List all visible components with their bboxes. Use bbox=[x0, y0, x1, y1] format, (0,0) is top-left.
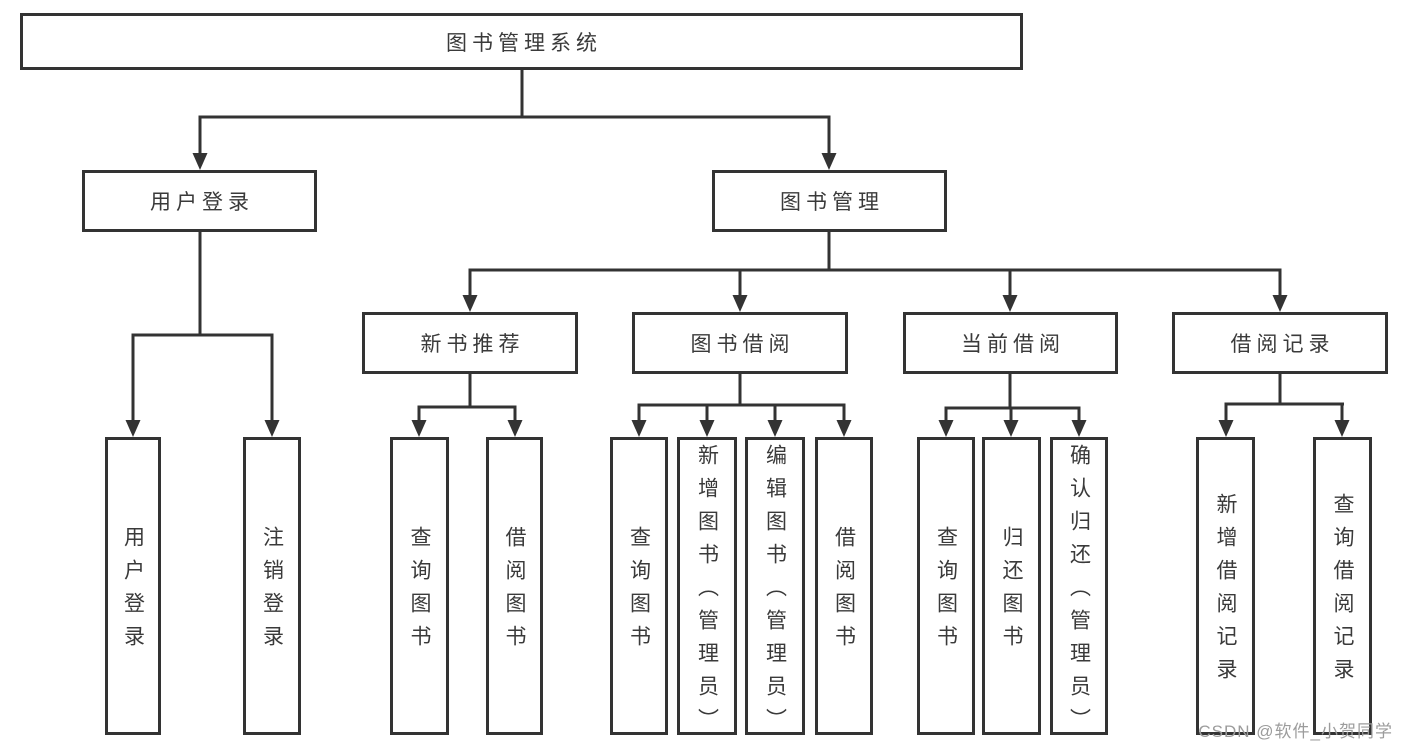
node-label: 图书借阅 bbox=[690, 333, 795, 356]
node-label: 查询图书 bbox=[408, 526, 431, 658]
node-book-borrowing: 图书借阅 bbox=[632, 312, 848, 374]
node-label: 借阅图书 bbox=[503, 526, 526, 658]
node-library-management-system: 图书管理系统 bbox=[20, 13, 1023, 70]
node-new-book-recommend: 新书推荐 bbox=[362, 312, 578, 374]
node-current-borrowing: 当前借阅 bbox=[903, 312, 1118, 374]
node-query-borrow-record: 查询借阅记录 bbox=[1313, 437, 1372, 735]
node-label: 注销登录 bbox=[260, 526, 284, 658]
node-add-borrow-record: 新增借阅记录 bbox=[1196, 437, 1255, 735]
node-label: 归还图书 bbox=[1000, 526, 1023, 658]
node-label: 用户登录 bbox=[121, 526, 145, 658]
node-label: 确认归还（管理员） bbox=[1067, 443, 1091, 741]
node-label: 新书推荐 bbox=[420, 333, 525, 356]
node-query-book-borrowing: 查询图书 bbox=[610, 437, 668, 735]
node-logout: 注销登录 bbox=[243, 437, 301, 735]
node-query-book-current: 查询图书 bbox=[917, 437, 975, 735]
node-borrow-book-leaf: 借阅图书 bbox=[815, 437, 873, 735]
node-label: 图书管理系统 bbox=[446, 31, 602, 55]
csdn-watermark: CSDN @软件_小贺同学 bbox=[1198, 722, 1393, 741]
node-label: 查询图书 bbox=[627, 526, 651, 658]
node-confirm-return-admin: 确认归还（管理员） bbox=[1050, 437, 1108, 741]
node-label: 查询图书 bbox=[934, 526, 958, 658]
node-book-management: 图书管理 bbox=[712, 170, 947, 232]
node-add-book-admin: 新增图书（管理员） bbox=[677, 437, 737, 741]
node-user-login-leaf: 用户登录 bbox=[105, 437, 161, 735]
node-label: 借阅记录 bbox=[1230, 333, 1335, 356]
node-borrow-book-recommend: 借阅图书 bbox=[486, 437, 543, 735]
node-label: 新增图书（管理员） bbox=[695, 443, 719, 741]
node-user-login: 用户登录 bbox=[82, 170, 317, 232]
node-edit-book-admin: 编辑图书（管理员） bbox=[745, 437, 805, 741]
node-label: 当前借阅 bbox=[961, 333, 1065, 356]
node-label: 查询借阅记录 bbox=[1331, 493, 1354, 691]
node-label: 新增借阅记录 bbox=[1214, 493, 1237, 691]
node-label: 借阅图书 bbox=[832, 526, 856, 658]
node-label: 用户登录 bbox=[150, 191, 254, 214]
node-label: 编辑图书（管理员） bbox=[763, 443, 787, 741]
node-query-book-recommend: 查询图书 bbox=[390, 437, 449, 735]
node-label: 图书管理 bbox=[780, 191, 884, 214]
node-return-book: 归还图书 bbox=[982, 437, 1041, 735]
node-borrow-records: 借阅记录 bbox=[1172, 312, 1388, 374]
